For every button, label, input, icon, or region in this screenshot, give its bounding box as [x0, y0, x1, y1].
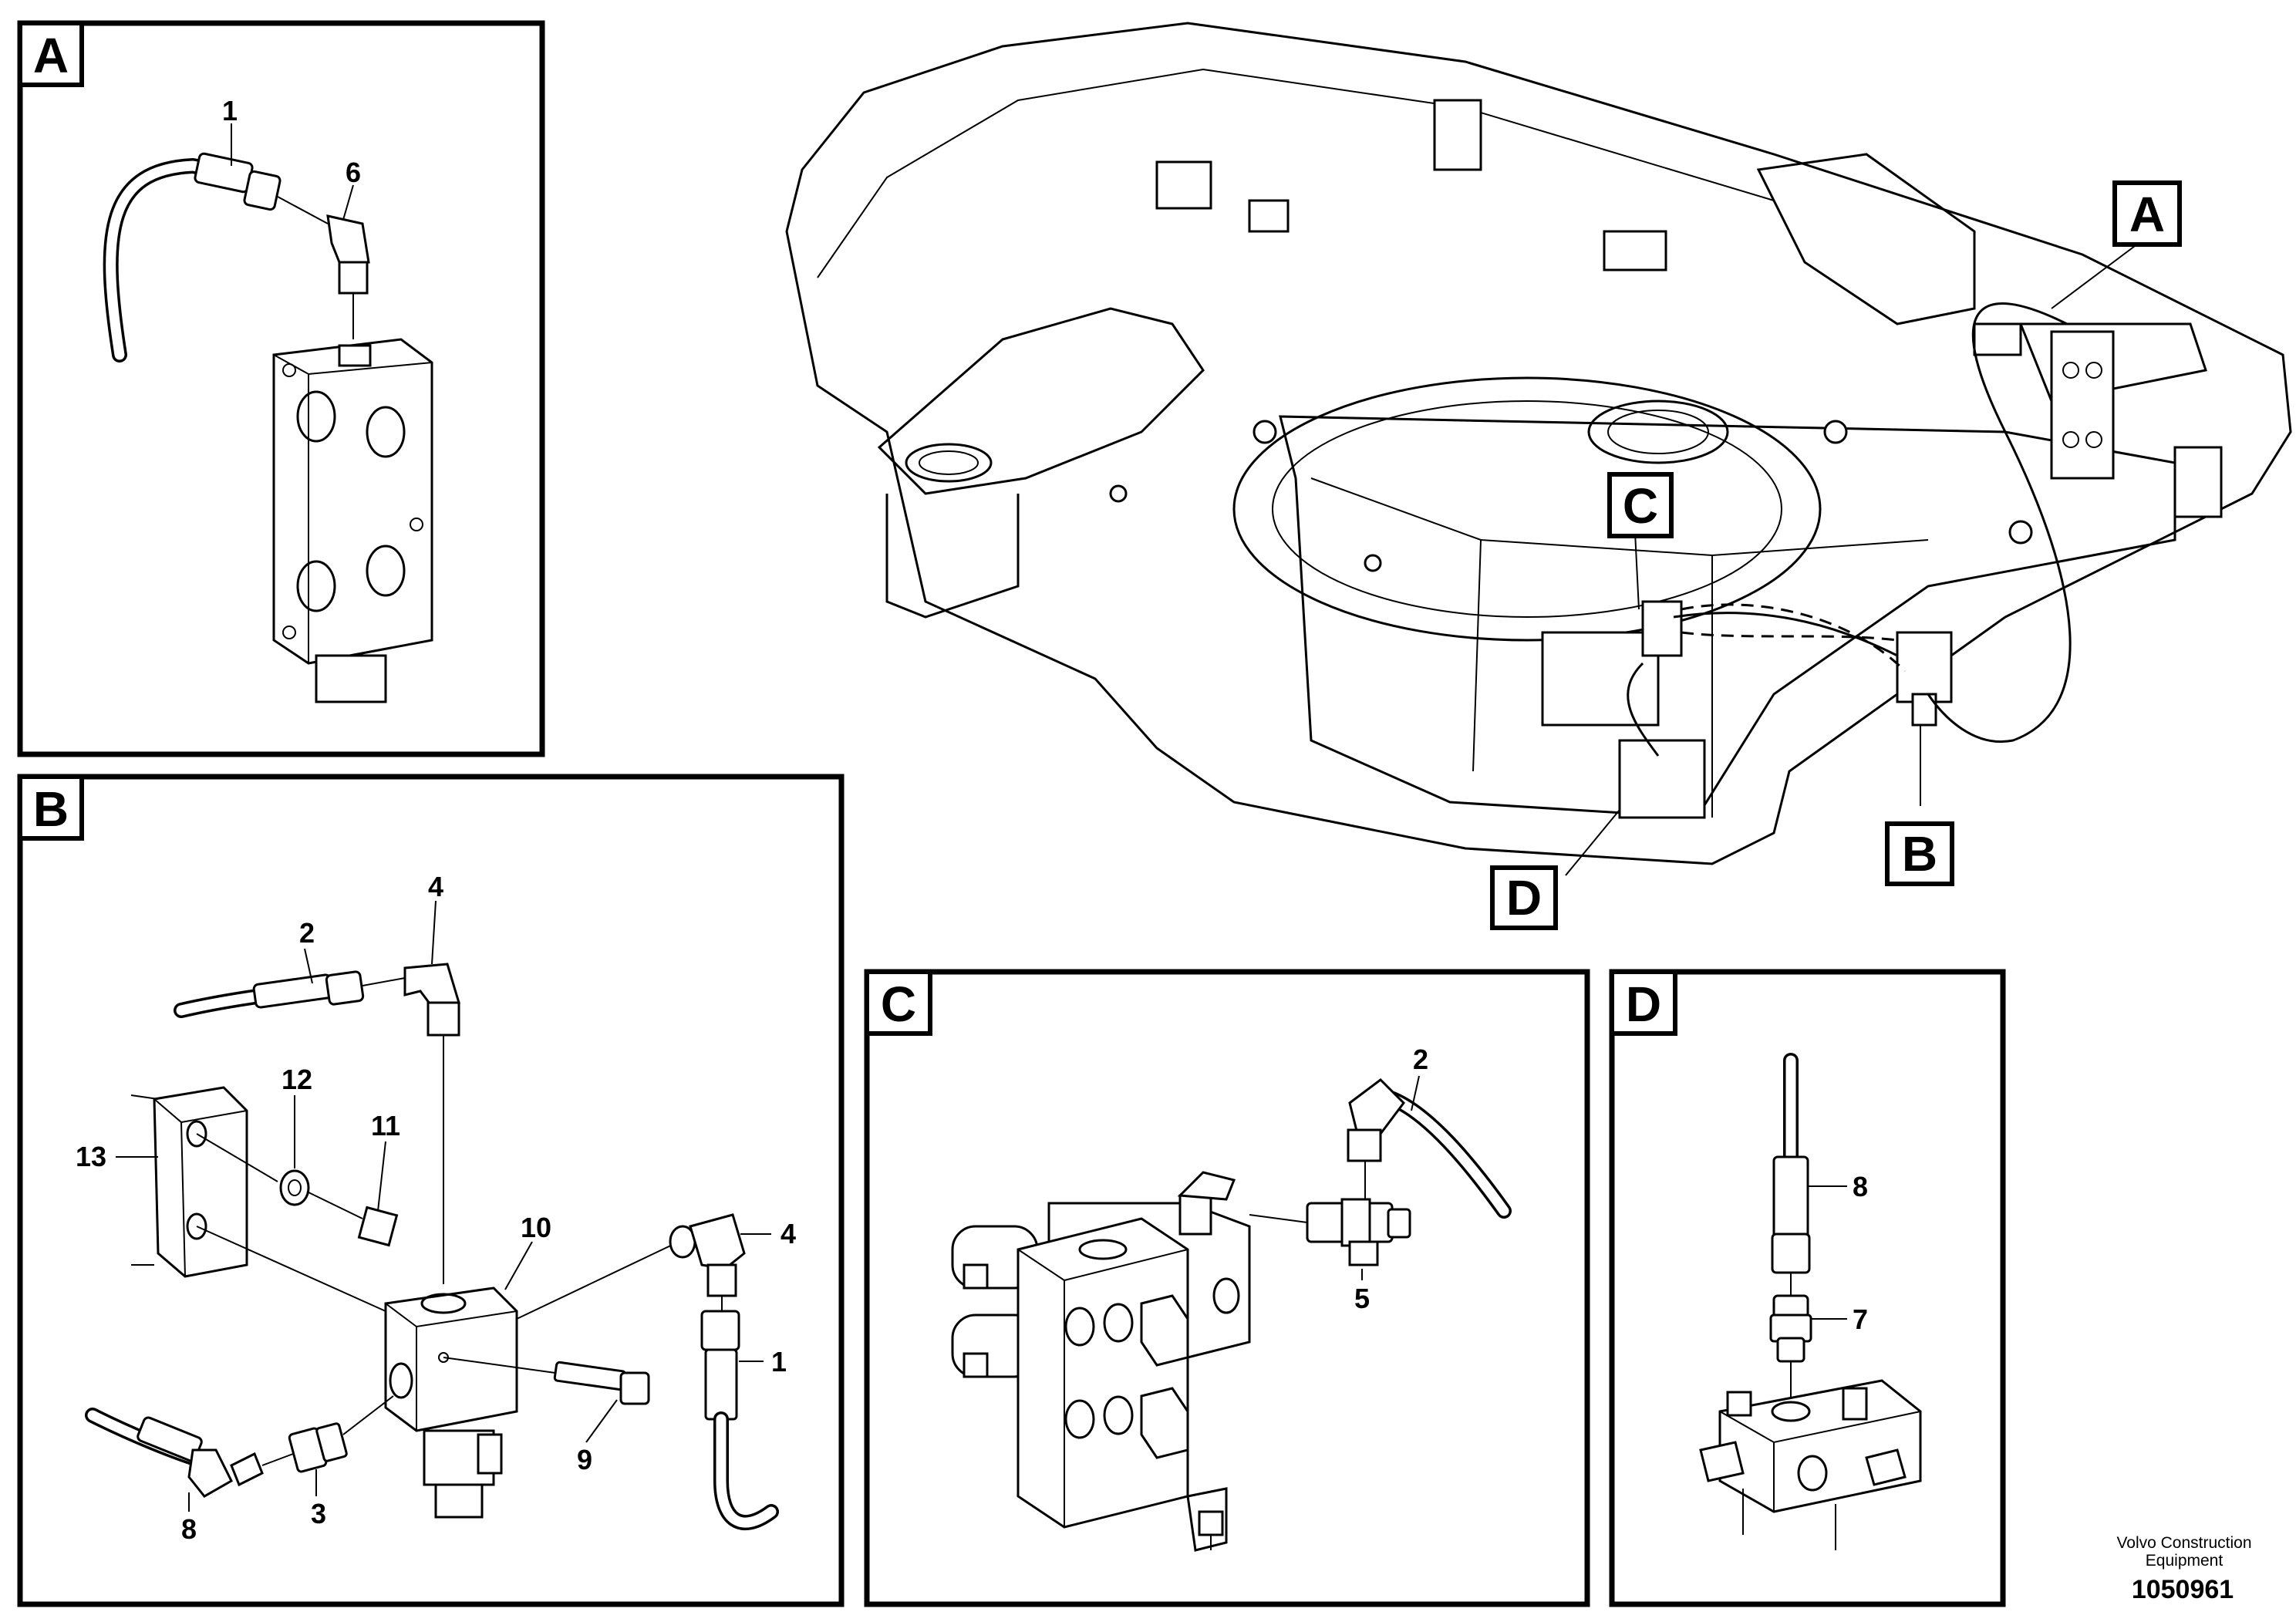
view-a: A 1 6	[17, 20, 545, 757]
view-b-tag-box	[18, 774, 84, 841]
overview-frame-drawing	[785, 22, 2292, 876]
overview-tag-c: C	[1623, 478, 1658, 534]
view-d-frame	[1609, 969, 2006, 1607]
view-c-callout-2: 2	[1413, 1044, 1428, 1075]
brand-line-1: Volvo Construction	[2116, 1534, 2251, 1552]
overview-tag-d-box	[1490, 865, 1558, 930]
overview-tag-d: D	[1506, 870, 1542, 926]
view-b-tag: B	[33, 781, 69, 837]
view-b-callout-8: 8	[181, 1513, 197, 1545]
view-b-callout-4-top: 4	[428, 871, 443, 902]
view-b-callout-9: 9	[577, 1444, 592, 1475]
overview-tag-b-box	[1885, 821, 1954, 886]
view-b-callout-11: 11	[371, 1110, 400, 1141]
view-c: C	[864, 969, 1590, 1607]
view-d: D 8 7	[1609, 969, 2006, 1607]
overview-tag-c-box	[1607, 472, 1674, 538]
view-d-callout-8: 8	[1853, 1171, 1868, 1202]
view-d-tag: D	[1626, 976, 1661, 1032]
view-b-callout-1: 1	[771, 1346, 787, 1378]
brand-line-2: Equipment	[2146, 1552, 2224, 1570]
view-b-frame	[17, 774, 845, 1607]
view-a-tag-box	[18, 21, 84, 87]
view-b-callout-13: 13	[76, 1141, 106, 1172]
view-b: B	[17, 774, 845, 1607]
overview-tag-b: B	[1902, 826, 1937, 882]
overview-tag-a-box	[2112, 180, 2182, 247]
view-b-callout-12: 12	[282, 1064, 312, 1095]
view-b-callout-4-right: 4	[781, 1218, 796, 1249]
view-d-tag-box	[1610, 969, 1677, 1036]
view-a-callout-6: 6	[346, 157, 361, 188]
view-b-callout-10: 10	[521, 1212, 551, 1243]
view-b-callout-3: 3	[311, 1498, 326, 1529]
view-a-callout-1: 1	[222, 95, 238, 126]
view-c-frame	[864, 969, 1590, 1607]
view-d-callout-7: 7	[1853, 1303, 1868, 1335]
view-a-tag: A	[33, 28, 69, 83]
view-a-frame	[17, 20, 545, 757]
drawing-number: 1050961	[2132, 1575, 2234, 1604]
view-c-callout-5: 5	[1354, 1283, 1370, 1314]
view-c-tag-box	[865, 969, 932, 1036]
view-c-tag: C	[881, 976, 916, 1032]
overview-tag-a: A	[2129, 187, 2165, 242]
view-b-callout-2: 2	[299, 917, 315, 949]
